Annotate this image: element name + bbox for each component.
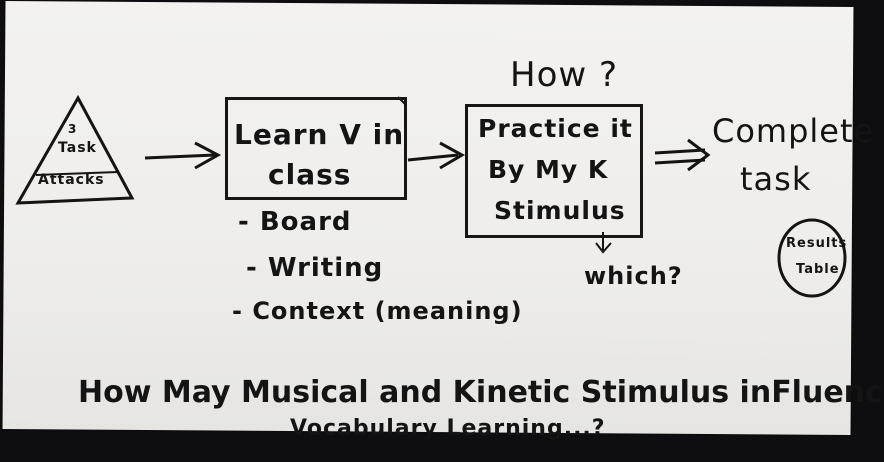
arrow-2 [407,141,466,170]
learn-line2: class [268,158,352,191]
practice-line1: Practice it [478,114,633,143]
practice-line3: Stimulus [494,196,626,225]
circle-results: Results [786,236,848,251]
question-line2: Vocabulary Learning...? [290,416,606,441]
complete-line2: task [740,160,812,198]
triangle-task: Task [58,140,97,156]
bullet-context: - Context (meaning) [232,297,523,325]
results-circle [777,218,847,298]
bullet-board: - Board [238,207,352,237]
circle-table: Table [796,262,840,277]
arrow-3 [654,138,711,172]
learn-line1: Learn V in [234,118,405,151]
practice-box [465,104,643,238]
arrow-1 [144,141,222,170]
triangle-shape [15,94,135,205]
triangle-num: 3 [68,122,78,136]
complete-line1: Complete [712,112,875,150]
question-line1: How May Musical and Kinetic Stimulus inF… [78,375,884,410]
practice-line2: By My K [488,155,609,184]
which-label: which? [584,262,683,290]
learn-box [225,97,407,200]
triangle-attacks: Attacks [38,172,105,188]
bullet-writing: - Writing [246,253,384,283]
how-label: How ? [510,55,619,95]
